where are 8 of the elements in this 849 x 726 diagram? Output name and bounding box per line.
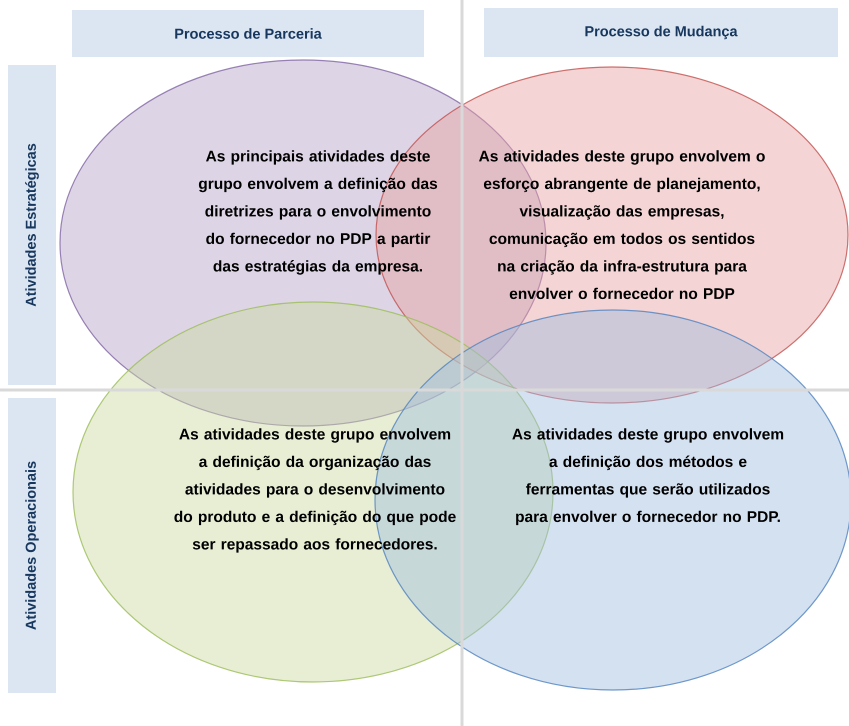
column-header: Processo de Parceria <box>72 10 424 57</box>
ellipse-text: As atividades deste grupo envolvem a definição da organização das atividades para o desenvolvimento do produto e a definição do que pode ser repassado aos fornecedores. <box>174 428 456 553</box>
ellipse-text: As atividades deste grupo envolvem o esforço abrangente de planejamento, visualização das empresas, comunicação em todos os sentidos na criação da infra-estrutura para envolver o fornecedor no PDP <box>478 150 765 300</box>
row-header: Atividades Estratégicas <box>8 65 56 385</box>
ellipse-text: As principais atividades deste grupo envolvem a definição das diretrizes para o envolvimento do fornecedor no PDP a partir das estratégias da empresa. <box>198 150 438 275</box>
ellipse-text: As atividades deste grupo envolvem a definição dos métodos e ferramentas que serão utilizados para envolver o fornecedor no PDP. <box>512 428 784 526</box>
row-header: Atividades Operacionais <box>8 398 56 693</box>
column-header: Processo de Mudança <box>484 8 838 57</box>
